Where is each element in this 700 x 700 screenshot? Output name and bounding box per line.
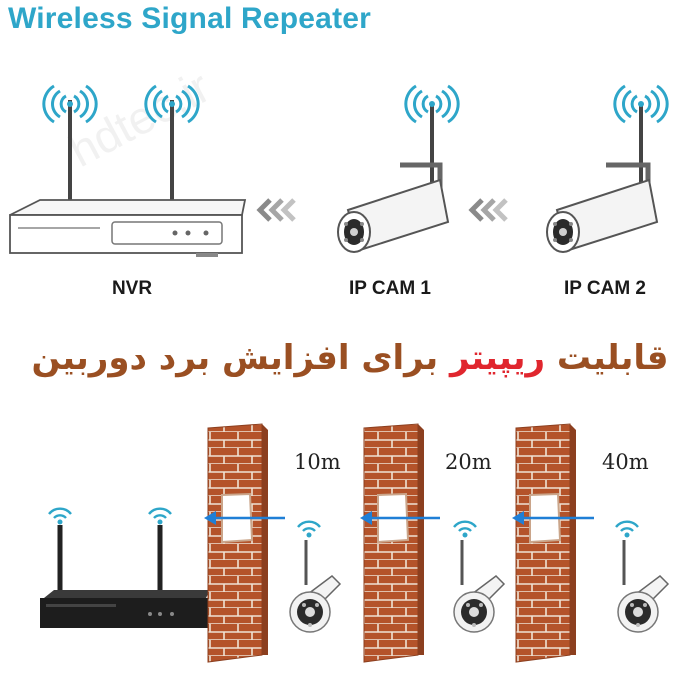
chevron-arrow-icon — [260, 200, 294, 220]
distance-label-3: 40m — [602, 450, 649, 474]
arrow-left-icon — [512, 511, 594, 525]
arrow-left-icon — [204, 511, 285, 525]
arrow-left-icon — [360, 511, 440, 525]
wifi-icon — [296, 520, 322, 539]
distance-label-1: 10m — [294, 450, 341, 474]
chevron-arrow-icon — [472, 200, 506, 220]
camera-icon — [617, 540, 669, 633]
camera-icon — [289, 540, 341, 633]
ip-cam-2-label: IP CAM 2 — [563, 278, 646, 299]
wifi-icon — [452, 520, 478, 539]
diagram-title: Wireless Signal Repeater — [8, 2, 372, 35]
persian-caption: قابلیت ریپیتر برای افزایش برد دوربین — [0, 338, 700, 378]
ip-cam-2 — [546, 104, 658, 253]
wifi-icon — [147, 507, 173, 526]
brick-wall-2 — [363, 423, 424, 663]
ip-cam-1 — [337, 104, 449, 253]
brick-wall-3 — [515, 423, 576, 663]
camera-icon — [453, 540, 505, 633]
wifi-icon — [47, 507, 73, 526]
ip-cam-1-label: IP CAM 1 — [348, 278, 431, 299]
nvr-black-device — [40, 525, 210, 628]
distance-label-2: 20m — [445, 450, 492, 474]
nvr-label: NVR — [111, 278, 153, 299]
caption-part-2: برای افزایش برد دوربین — [31, 338, 450, 378]
caption-highlight: ریپیتر — [449, 338, 546, 378]
wifi-icon — [614, 520, 640, 539]
brick-wall-1 — [207, 423, 268, 663]
nvr-device — [9, 100, 247, 257]
caption-part-1: قابلیت — [545, 338, 669, 378]
